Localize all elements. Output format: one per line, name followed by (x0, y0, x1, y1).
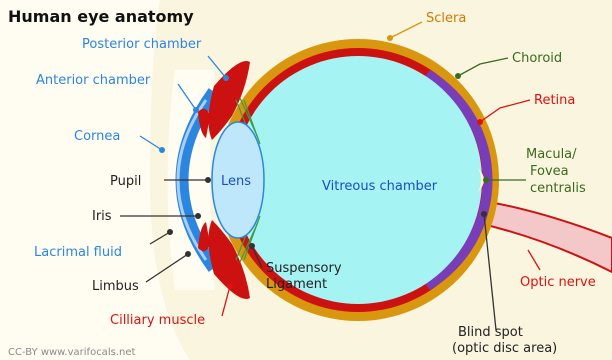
label-suspensory-2: Ligament (266, 277, 327, 292)
label-optic-nerve: Optic nerve (520, 275, 596, 290)
label-macula-1: Macula/ (526, 147, 577, 162)
label-suspensory-1: Suspensory (266, 261, 342, 276)
label-blind-spot-1: Blind spot (458, 325, 523, 340)
label-macula-2: Fovea (530, 164, 569, 179)
label-lacrimal-fluid: Lacrimal fluid (34, 245, 122, 260)
label-macula-3: centralis (530, 181, 586, 196)
label-posterior-chamber: Posterior chamber (82, 37, 202, 52)
label-choroid: Choroid (512, 51, 562, 66)
diagram-title: Human eye anatomy (8, 7, 194, 26)
label-sclera: Sclera (426, 11, 466, 26)
label-vitreous-chamber: Vitreous chamber (322, 179, 438, 194)
label-cornea: Cornea (74, 129, 120, 144)
label-pupil: Pupil (110, 174, 141, 189)
label-anterior-chamber: Anterior chamber (36, 73, 151, 88)
label-blind-spot-2: (optic disc area) (452, 341, 557, 356)
label-limbus: Limbus (92, 279, 139, 294)
label-iris: Iris (92, 209, 112, 224)
label-retina: Retina (534, 93, 575, 108)
label-cilliary-muscle: Cilliary muscle (110, 313, 205, 328)
label-lens: Lens (221, 174, 251, 189)
credit-text: CC-BY www.varifocals.net (8, 347, 135, 358)
